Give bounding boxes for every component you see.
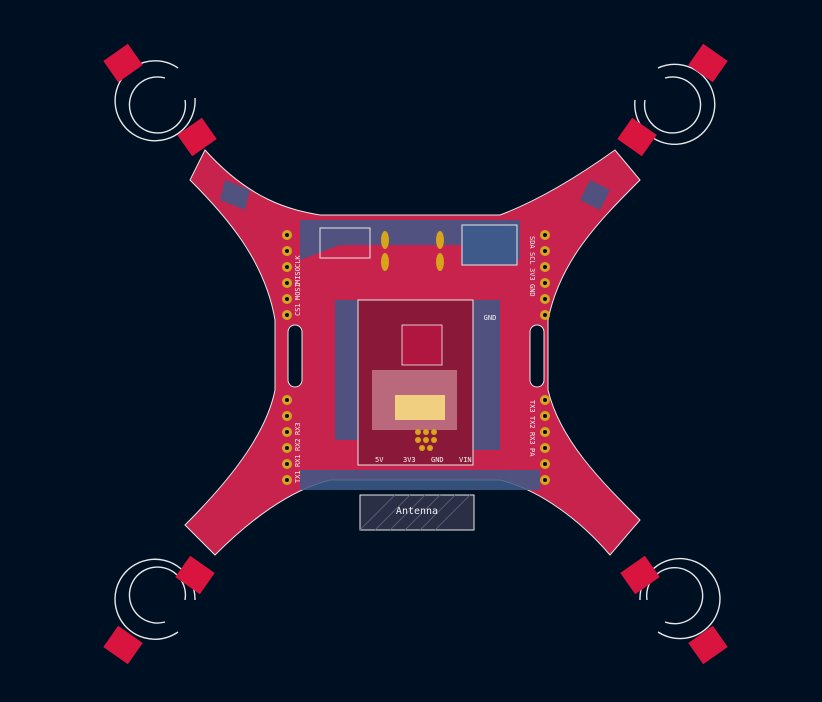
left-lower-pin-hole: [285, 398, 289, 402]
motor-mount-bottom-left: [103, 555, 215, 665]
header-pins: [282, 230, 550, 485]
left-lower-pin-hole: [285, 430, 289, 434]
right-upper-pin-hole: [543, 233, 547, 237]
top-left-connector: [319, 227, 371, 259]
left-header-lower-label: RX3: [294, 422, 302, 435]
bottom-pad-label: GND: [431, 456, 444, 464]
right-header-lower-label: RX3: [528, 432, 536, 445]
motor-mount-top-right: [617, 43, 728, 157]
left-header-label: MISO: [294, 267, 302, 284]
right-lower-pin-hole: [543, 478, 547, 482]
right-upper-pin-hole: [543, 265, 547, 269]
bottom-pad-label: 3V3: [403, 456, 416, 464]
motor-mount-top-left: [103, 43, 217, 157]
right-header-lower-label: PA: [528, 448, 536, 457]
left-upper-pin-hole: [285, 297, 289, 301]
right-lower-pin-hole: [543, 414, 547, 418]
right-lower-pin-hole: [543, 462, 547, 466]
right-lower-pin-hole: [543, 430, 547, 434]
bottom-pad-label: 5V: [375, 456, 384, 464]
left-lower-pin-hole: [285, 478, 289, 482]
antenna-label: Antenna: [396, 506, 438, 517]
right-lower-pin-hole: [543, 398, 547, 402]
header-labels: CLKMISOMOSICS1TX1RX1RX2RX3SDASCL3V3GNDTX…: [294, 236, 536, 483]
right-header-lower-label: TX2: [528, 416, 536, 429]
left-lower-pin-hole: [285, 414, 289, 418]
left-lower-pin-hole: [285, 446, 289, 450]
right-header-label: GND: [528, 284, 536, 297]
gold-pad-cluster: [415, 429, 437, 451]
right-header-label: SCL: [528, 252, 536, 265]
left-slot: [287, 324, 303, 388]
left-header-lower-label: RX2: [294, 438, 302, 451]
left-upper-pin-hole: [285, 313, 289, 317]
right-header-lower-label: TX3: [528, 400, 536, 413]
left-upper-pin-hole: [285, 249, 289, 253]
left-upper-pin-hole: [285, 265, 289, 269]
right-slot: [529, 324, 545, 388]
left-header-label: CS1: [294, 303, 302, 316]
left-header-label: MOSI: [294, 283, 302, 300]
left-upper-pin-hole: [285, 233, 289, 237]
left-header-lower-label: TX1: [294, 470, 302, 483]
left-upper-pin-hole: [285, 281, 289, 285]
motor-mount-bottom-right: [620, 555, 728, 665]
right-header-label: SDA: [528, 236, 536, 249]
left-lower-pin-hole: [285, 462, 289, 466]
back-copper-layer: [220, 180, 610, 490]
right-header-label: 3V3: [528, 268, 536, 281]
right-upper-pin-hole: [543, 313, 547, 317]
top-right-connector: [461, 224, 518, 266]
left-header-label: CLK: [294, 255, 302, 268]
right-upper-pin-hole: [543, 249, 547, 253]
gnd-label: GND: [484, 314, 497, 322]
right-upper-pin-hole: [543, 281, 547, 285]
bottom-pad-label: VIN: [459, 456, 472, 464]
right-upper-pin-hole: [543, 297, 547, 301]
left-header-lower-label: RX1: [294, 454, 302, 467]
antenna-area: [359, 494, 475, 531]
right-lower-pin-hole: [543, 446, 547, 450]
